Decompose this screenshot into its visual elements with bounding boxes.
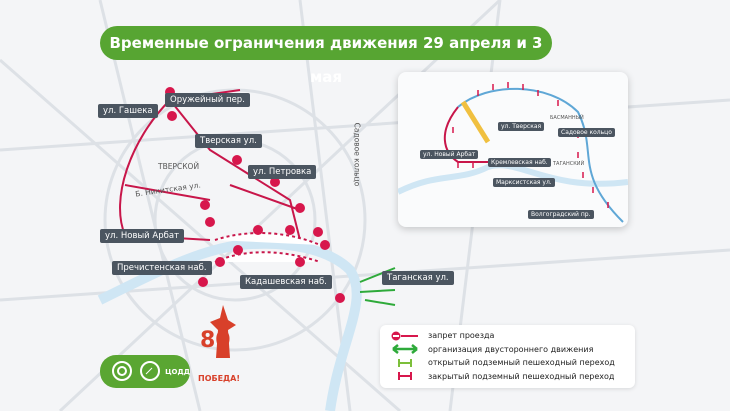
inset-label-novy-arbat: ул. Новый Арбат	[420, 150, 479, 159]
codd-logo: ЦОДД	[100, 355, 190, 388]
label-taganskaya: Таганская ул.	[382, 271, 454, 285]
inset-label-tverskaya: ул. Тверская	[498, 122, 545, 131]
legend: запрет проезда организация двустороннего…	[380, 325, 635, 388]
inset-label-volgogradsky: Волгоградский пр.	[528, 210, 594, 219]
district-tverskoy: ТВЕРСКОЙ	[158, 162, 200, 171]
monument-icon	[210, 305, 236, 358]
closed-crossing-icon	[398, 372, 412, 381]
label-gasheka: ул. Гашека	[98, 104, 158, 118]
label-kadashevskaya: Кадашевская наб.	[240, 275, 332, 289]
two-way-arrow-icon	[392, 344, 418, 355]
legend-item-closed-crossing: закрытый подземный пешеходный переход	[390, 370, 625, 384]
inset-label-sadovoe: Садовое кольцо	[558, 128, 615, 137]
no-entry-signs	[165, 87, 345, 303]
inset-district-tagansky: ТАГАНСКИЙ	[553, 161, 585, 167]
open-crossing-icon	[398, 358, 412, 367]
inset-label-marksistskaya: Марксистская ул.	[493, 178, 555, 187]
legend-item-open-crossing: открытый подземный пешеходный переход	[390, 356, 625, 370]
label-prechistenskaya: Пречистенская наб.	[112, 261, 212, 275]
victory-80-logo: 80 ПОБЕДА!	[198, 300, 248, 390]
codd-logo-icon-2	[139, 360, 160, 381]
label-oruzheyny: Оружейный пер.	[165, 93, 250, 107]
inset-map: ул. Тверская Садовое кольцо ул. Новый Ар…	[398, 72, 628, 227]
legend-item-no-entry: запрет проезда	[390, 329, 625, 343]
label-novy-arbat: ул. Новый Арбат	[100, 229, 185, 243]
label-petrovka: ул. Петровка	[248, 165, 317, 179]
inset-district-basmanny: БАСМАННЫЙ	[550, 115, 584, 121]
two-way-arrows	[359, 267, 396, 306]
street-sadovoe: Садовое кольцо	[352, 122, 362, 187]
no-entry-icon	[391, 331, 418, 341]
codd-logo-icon-1	[112, 360, 132, 381]
page-title: Временные ограничения движения 29 апреля…	[100, 26, 552, 86]
label-tverskaya: Тверская ул.	[195, 134, 262, 148]
inset-label-kremlevskaya: Кремлевская наб.	[488, 158, 551, 167]
legend-item-two-way: организация двустороннего движения	[390, 343, 625, 357]
